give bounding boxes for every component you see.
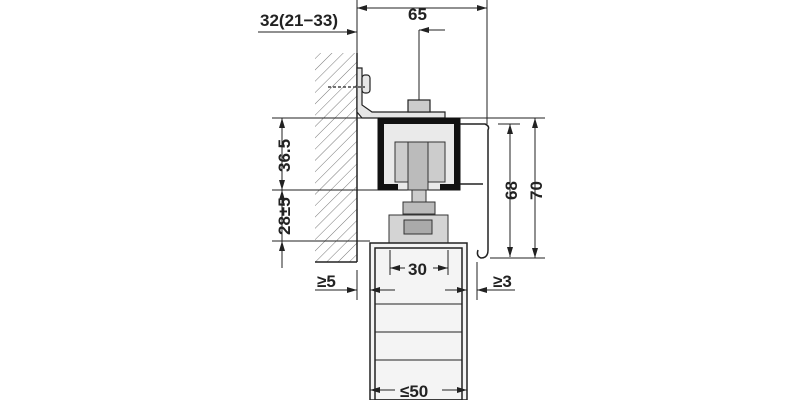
wall: [315, 53, 358, 263]
door-hanger: [388, 189, 449, 244]
label-rail-height-lower: 28±5: [275, 197, 294, 235]
label-total-depth: 65: [408, 5, 427, 24]
label-wall-gap: ≥5: [317, 272, 336, 291]
fascia-panel: [460, 123, 490, 259]
label-fascia-gap: ≥3: [493, 272, 512, 291]
label-fascia-height: 68: [502, 181, 521, 200]
label-wall-offset: 32(21−33): [260, 11, 338, 30]
wall-bracket: [328, 67, 446, 119]
label-rail-height-upper: 36.5: [275, 139, 294, 172]
label-door-thickness: ≤50: [400, 382, 428, 400]
track-rail: [377, 117, 461, 191]
dimension-lines: [258, 0, 545, 400]
label-total-height: 70: [527, 181, 546, 200]
label-hanger-width: 30: [408, 260, 427, 279]
door-leaf: [369, 242, 468, 400]
